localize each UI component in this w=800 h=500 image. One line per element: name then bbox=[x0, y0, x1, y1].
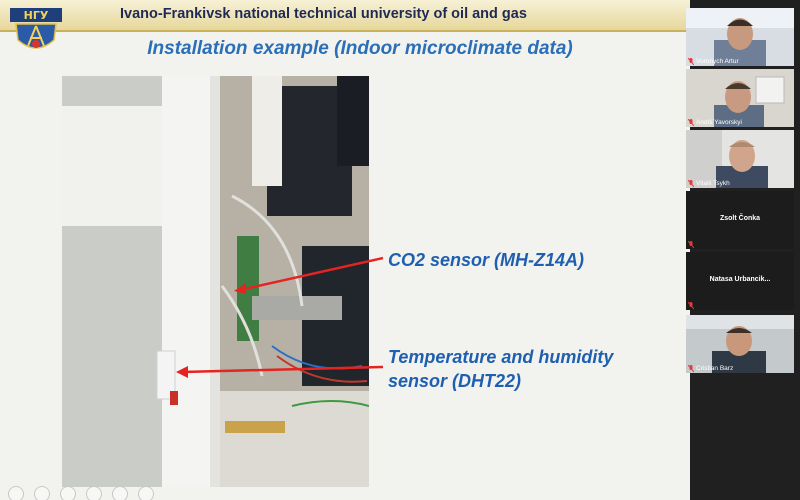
participant-name: Vitalii Tsykh bbox=[696, 180, 730, 187]
slide-header-bar bbox=[0, 0, 690, 32]
participant-name: Voronych Artur bbox=[696, 58, 739, 65]
participant-name-center: Natasa Urbancik... bbox=[709, 276, 771, 283]
university-logo: НГУ bbox=[10, 8, 62, 49]
university-name: Ivano-Frankivsk national technical unive… bbox=[120, 6, 527, 22]
participant-video bbox=[686, 8, 794, 66]
co2-label-line1: CO2 sensor (MH-Z14A) bbox=[388, 250, 585, 270]
slide-toolbar bbox=[8, 486, 154, 500]
participant-tile[interactable]: Voronych Artur bbox=[686, 8, 794, 66]
next-icon[interactable] bbox=[34, 486, 50, 500]
muted-mic-icon bbox=[688, 365, 694, 372]
installation-photo bbox=[62, 76, 369, 487]
muted-mic-icon bbox=[688, 180, 694, 187]
participant-tile[interactable]: Andrii Yavorskyi bbox=[686, 69, 794, 127]
muted-mic-icon bbox=[688, 119, 694, 126]
co2-sensor-label: CO2 sensor (MH-Z14A) bbox=[388, 248, 584, 272]
participant-name: Cristian Barz bbox=[696, 365, 734, 372]
participant-name: Andrii Yavorskyi bbox=[696, 119, 742, 126]
participant-tile[interactable]: Vitalii Tsykh bbox=[686, 130, 794, 188]
temp-sensor-label: Temperature and humidity sensor (DHT22) bbox=[388, 345, 613, 393]
zoom-icon[interactable] bbox=[112, 486, 128, 500]
temp-label-line1: Temperature and humidity bbox=[388, 347, 614, 367]
participant-tile[interactable]: Zsolt Čonka bbox=[686, 191, 794, 249]
presentation-slide: НГУ Ivano-Frankivsk national technical u… bbox=[0, 0, 690, 500]
temp-label-line2: sensor (DHT22) bbox=[388, 371, 522, 391]
muted-mic-icon bbox=[688, 58, 694, 65]
previous-icon[interactable] bbox=[8, 486, 24, 500]
participant-video bbox=[686, 130, 794, 188]
participant-tile[interactable]: Cristian Barz bbox=[686, 315, 794, 373]
participant-video bbox=[686, 315, 794, 373]
muted-mic-icon bbox=[688, 302, 694, 309]
logo-text: НГУ bbox=[24, 9, 49, 22]
participant-tile[interactable]: Natasa Urbancik... bbox=[686, 252, 794, 310]
muted-mic-icon bbox=[688, 241, 694, 248]
slides-icon[interactable] bbox=[86, 486, 102, 500]
pen-icon[interactable] bbox=[60, 486, 76, 500]
slide-title: Installation example (Indoor microclimat… bbox=[147, 38, 573, 59]
more-icon[interactable] bbox=[138, 486, 154, 500]
participant-video bbox=[686, 69, 794, 127]
participant-name-center: Zsolt Čonka bbox=[719, 215, 761, 222]
